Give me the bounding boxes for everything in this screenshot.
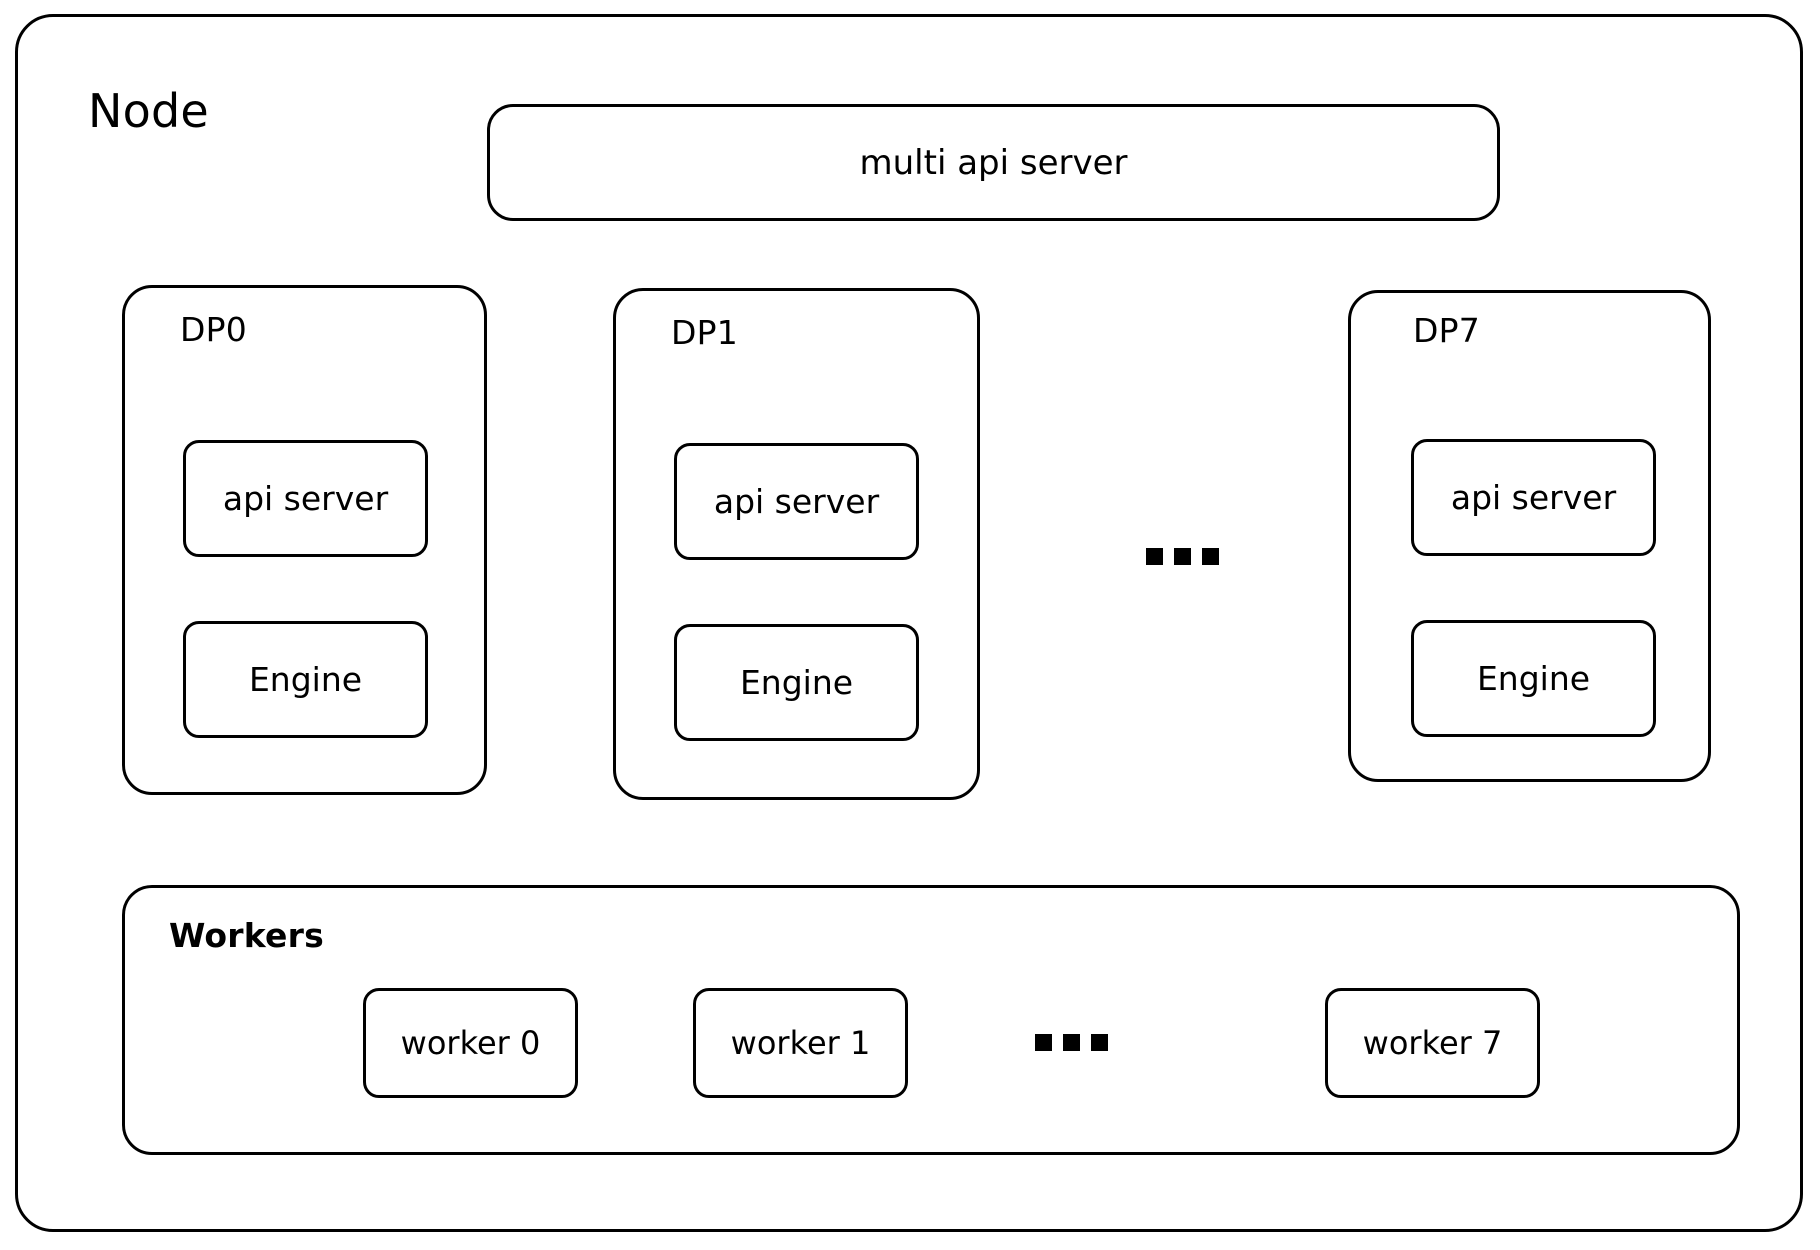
dp-group-0-engine-label: Engine: [248, 660, 363, 699]
worker-box-0[interactable]: worker 0: [363, 988, 578, 1098]
dp-group-7-api-server-box[interactable]: api server: [1411, 439, 1656, 556]
dp-group-0-label: DP0: [180, 310, 247, 349]
dp-group-7[interactable]: DP7 api server Engine: [1348, 290, 1711, 782]
workers-panel-title: Workers: [169, 916, 324, 955]
worker-box-1-label: worker 1: [730, 1024, 871, 1062]
dp-group-0-engine-box[interactable]: Engine: [183, 621, 428, 738]
multi-api-server-label: multi api server: [859, 142, 1128, 183]
dp-group-7-engine-label: Engine: [1476, 659, 1591, 698]
dp-group-0-api-server-box[interactable]: api server: [183, 440, 428, 557]
dp-group-1-engine-box[interactable]: Engine: [674, 624, 919, 741]
worker-box-7-label: worker 7: [1362, 1024, 1503, 1062]
dp-group-1[interactable]: DP1 api server Engine: [613, 288, 980, 800]
dp-group-0[interactable]: DP0 api server Engine: [122, 285, 487, 795]
node-title: Node: [88, 84, 209, 138]
multi-api-server-box[interactable]: multi api server: [487, 104, 1500, 221]
dp-group-1-api-server-label: api server: [713, 482, 880, 521]
dp-group-7-api-server-label: api server: [1450, 478, 1617, 517]
dp-group-7-label: DP7: [1413, 311, 1480, 350]
dp-group-1-label: DP1: [671, 313, 738, 352]
worker-box-0-label: worker 0: [400, 1024, 541, 1062]
dp-groups-ellipsis-icon: [1146, 548, 1219, 565]
worker-box-7[interactable]: worker 7: [1325, 988, 1540, 1098]
dp-group-1-api-server-box[interactable]: api server: [674, 443, 919, 560]
dp-group-1-engine-label: Engine: [739, 663, 854, 702]
workers-ellipsis-icon: [1035, 1034, 1108, 1051]
dp-group-7-engine-box[interactable]: Engine: [1411, 620, 1656, 737]
workers-panel[interactable]: Workers worker 0 worker 1 worker 7: [122, 885, 1740, 1155]
worker-box-1[interactable]: worker 1: [693, 988, 908, 1098]
dp-group-0-api-server-label: api server: [222, 479, 389, 518]
